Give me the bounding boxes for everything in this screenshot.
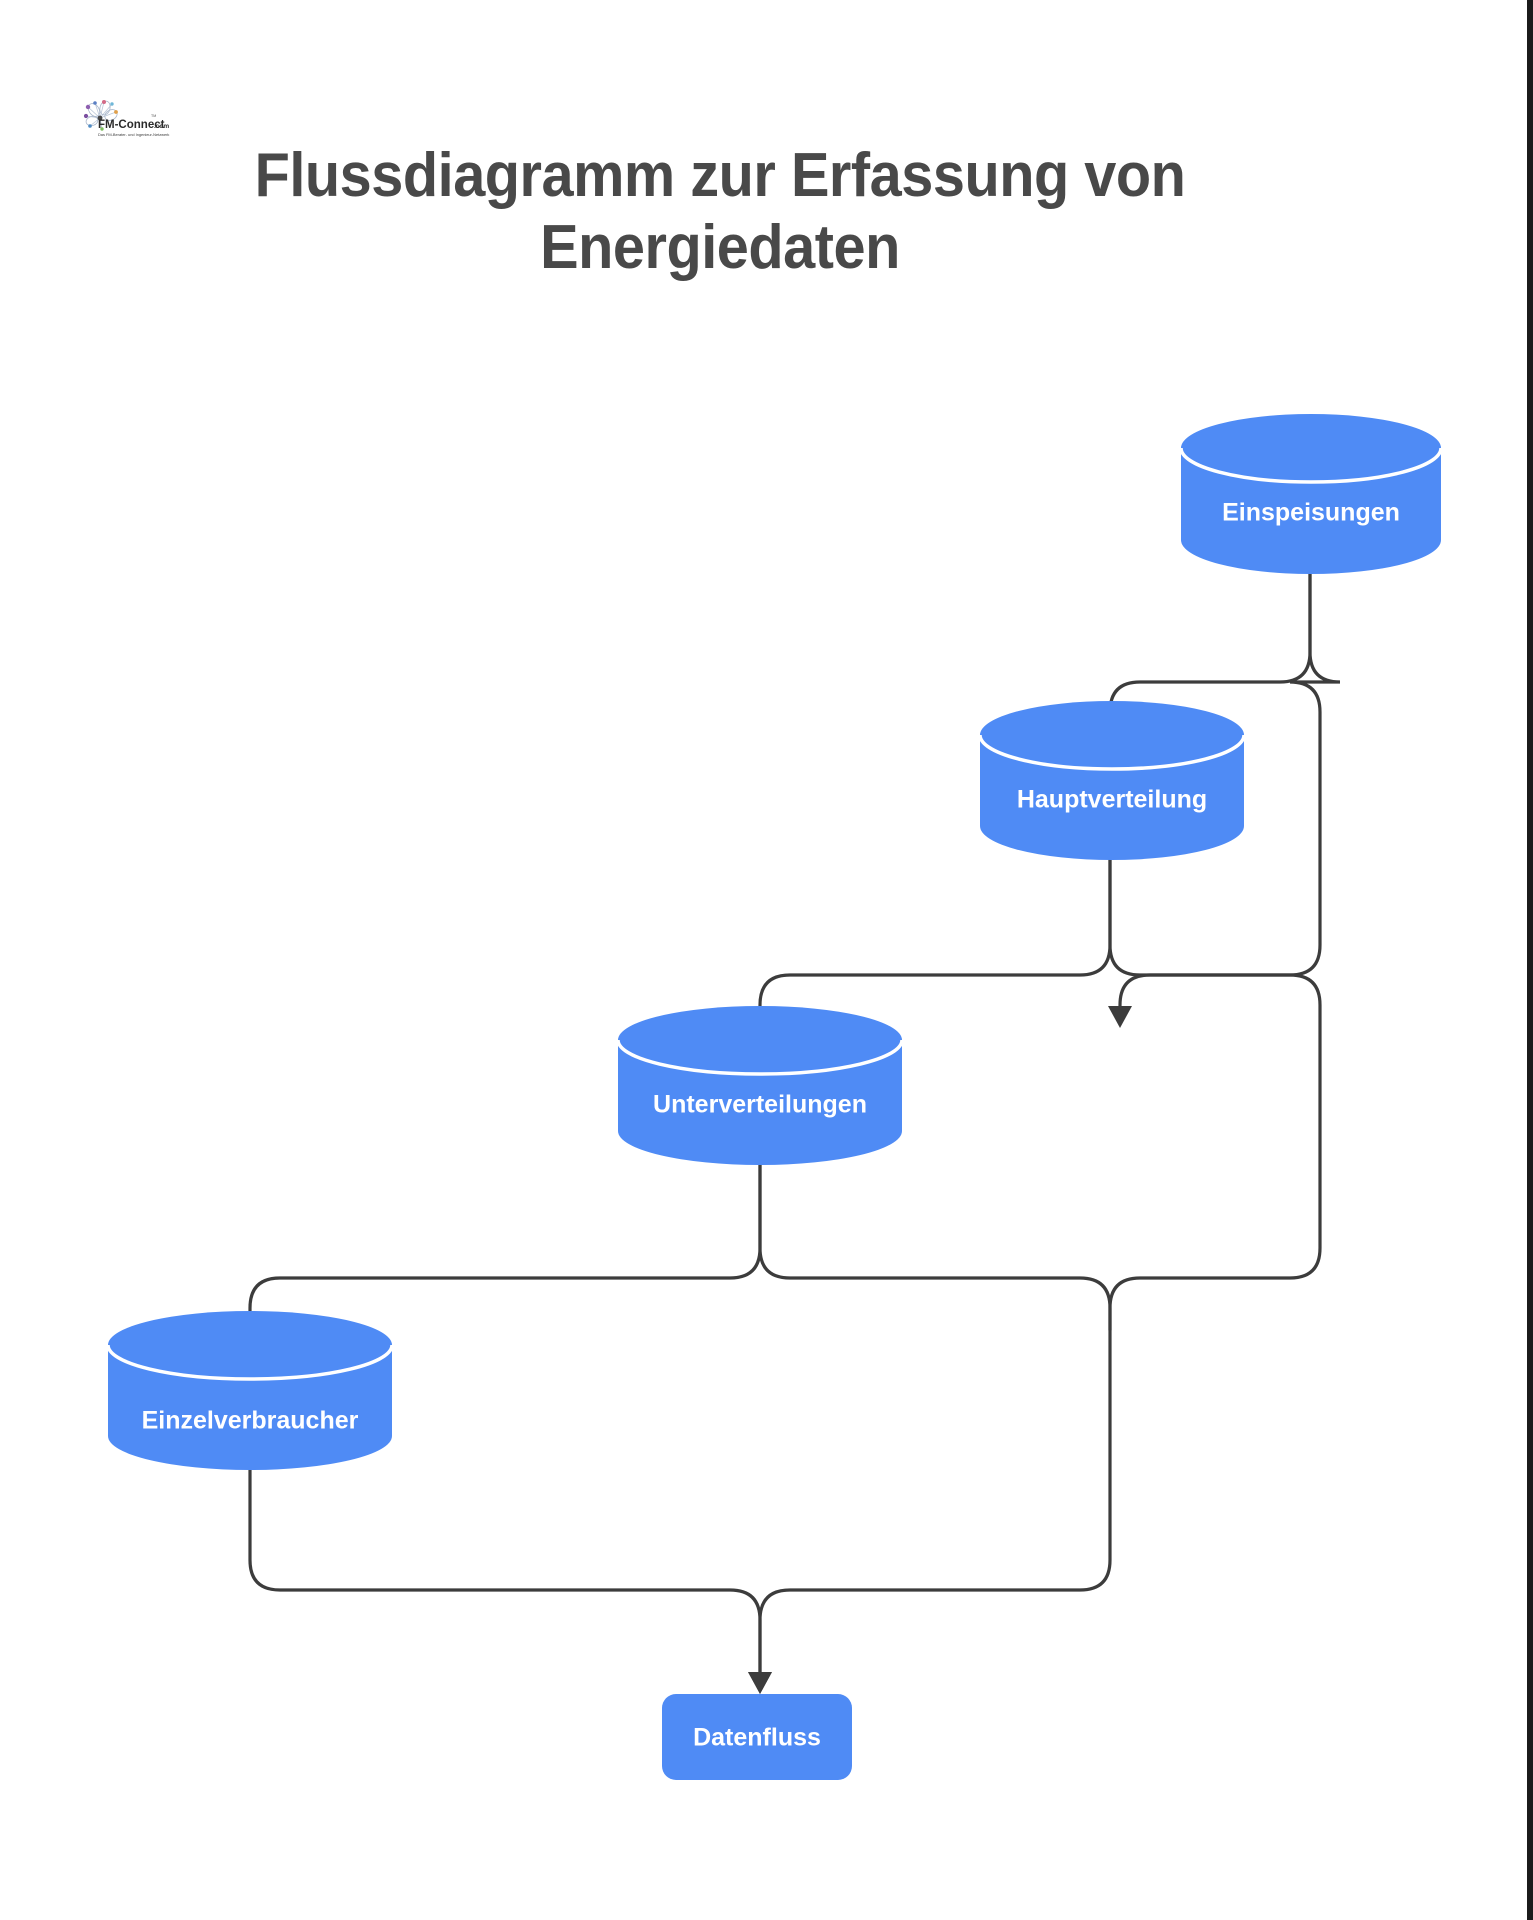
- logo-trademark: TM: [151, 114, 156, 118]
- edge-layer: [238, 558, 1341, 1694]
- node-hauptverteilung-top: [980, 701, 1244, 769]
- node-unterverteilungen-top: [618, 1006, 902, 1074]
- node-datenfluss-label: Datenfluss: [693, 1724, 821, 1752]
- logo-tagline: Das FM-Berater- und Ingenieur-Netzwerk: [98, 132, 169, 137]
- edge-einspeisungen-hauptverteilung: [1098, 558, 1312, 728]
- logo-burst-icon: [83, 100, 118, 131]
- page-title: Flussdiagramm zur Erfassung von Energied…: [181, 140, 1260, 284]
- edge-unterverteilungen-bypass: [748, 1163, 1112, 1694]
- edge-unterverteilungen-einzelverbraucher: [238, 1163, 762, 1334]
- node-einzelverbraucher-top: [108, 1311, 392, 1379]
- edge-hauptverteilung-unterverteilungen: [748, 858, 1112, 1034]
- node-hauptverteilung-rim: [978, 734, 1246, 771]
- node-hauptverteilung-label: Hauptverteilung: [1017, 786, 1207, 814]
- fm-connect-logo: FM-Connect .com TM Das FM-Berater- und I…: [78, 98, 170, 144]
- node-einspeisungen-rim: [1179, 447, 1443, 484]
- node-datenfluss-body: [662, 1694, 852, 1780]
- edge-hauptverteilung-bypass: [1108, 858, 1322, 1332]
- page-title-line-2: Energiedaten: [540, 212, 900, 282]
- node-unterverteilungen-label: Unterverteilungen: [653, 1091, 867, 1119]
- node-datenfluss[interactable]: Datenfluss: [662, 1694, 852, 1780]
- edge-einzelverbraucher-datenfluss: [248, 1468, 772, 1694]
- node-unterverteilungen-rim: [616, 1039, 904, 1076]
- node-einspeisungen-top: [1181, 414, 1441, 482]
- node-einspeisungen-body: [1181, 448, 1441, 574]
- node-einspeisungen-label: Einspeisungen: [1222, 499, 1400, 527]
- logo-domain-suffix: .com: [154, 123, 169, 130]
- page-title-line-1: Flussdiagramm zur Erfassung von: [254, 141, 1186, 210]
- edge-einspeisungen-bypass: [1108, 558, 1341, 1028]
- node-unterverteilungen[interactable]: Unterverteilungen: [616, 1006, 904, 1165]
- logo-wordmark: FM-Connect: [98, 119, 165, 131]
- node-einzelverbraucher[interactable]: Einzelverbraucher: [106, 1311, 394, 1470]
- node-einzelverbraucher-label: Einzelverbraucher: [142, 1407, 359, 1435]
- node-hauptverteilung[interactable]: Hauptverteilung: [978, 701, 1246, 860]
- node-einspeisungen[interactable]: Einspeisungen: [1179, 414, 1443, 574]
- node-einzelverbraucher-rim: [106, 1344, 394, 1381]
